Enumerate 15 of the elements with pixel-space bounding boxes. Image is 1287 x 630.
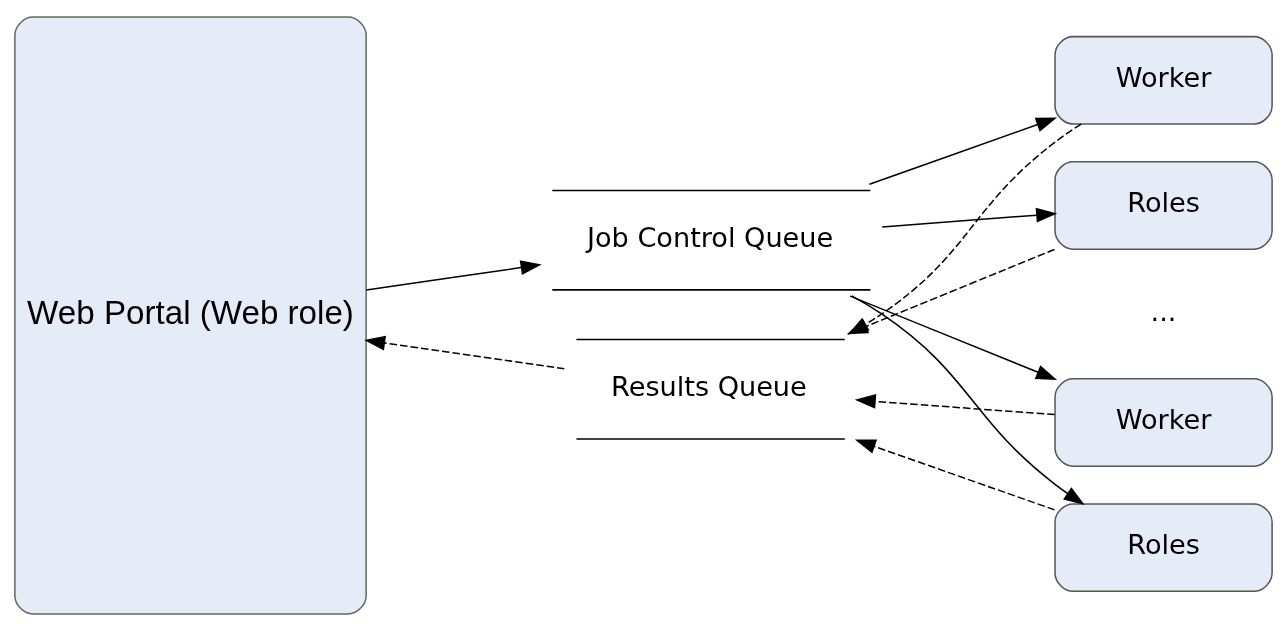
node-box: Worker (1054, 377, 1273, 467)
arrow (854, 439, 1056, 511)
arrow (854, 393, 1056, 415)
node-text: Results Queue (611, 370, 807, 402)
node-box: Roles (1054, 502, 1273, 592)
node-box: Worker (1054, 35, 1273, 125)
arrow (365, 259, 542, 291)
arrow (868, 117, 1058, 185)
arrow (881, 207, 1058, 228)
node-text: Job Control Queue (586, 221, 834, 253)
arrow (364, 335, 566, 369)
arrow (851, 294, 1085, 505)
node-box: Roles (1054, 160, 1273, 250)
node-box: Web Portal (Web role) (14, 15, 367, 615)
label: ... (1150, 295, 1177, 327)
